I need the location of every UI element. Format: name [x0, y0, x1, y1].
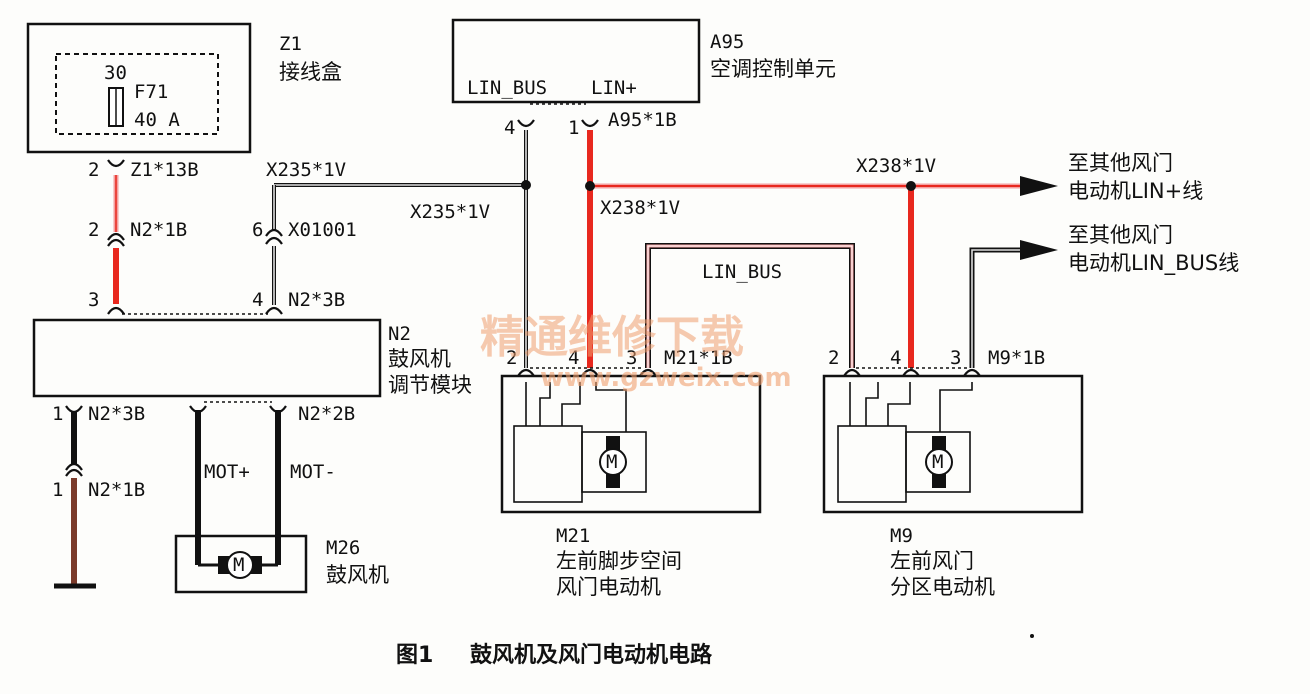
out-linbus-line1: 至其他风门 [1068, 223, 1173, 247]
m9-id-label: M9 [890, 525, 913, 547]
m9-name-line2: 分区电动机 [890, 575, 995, 599]
x235-top-label: X235*1V [266, 159, 346, 181]
m21-id-label: M21 [556, 525, 590, 547]
junction-x238-left [585, 181, 595, 191]
fuse-id-label: F71 [134, 81, 168, 103]
m21-pin2: 2 [506, 347, 517, 369]
n2-top-left-pin: 2 [88, 219, 99, 241]
n2-bot-conn1: N2*3B [88, 403, 145, 425]
x235-mid-label: X235*1V [410, 201, 490, 223]
n2-top-left-conn: N2*1B [130, 219, 187, 241]
x238-left-label: X238*1V [600, 197, 680, 219]
z1-conn: Z1*13B [130, 159, 199, 181]
watermark-line1: 精通维修下载 [480, 312, 744, 363]
m9-motor-symbol: M [932, 451, 943, 473]
watermark-line2: www.gzweix.com [540, 363, 792, 393]
n2-name-line1: 鼓风机 [388, 347, 451, 371]
z1-name-label: 接线盒 [279, 60, 342, 84]
out-linplus-line1: 至其他风门 [1068, 151, 1173, 175]
junction-x238-right [906, 181, 916, 191]
m9-motor-icon [925, 448, 953, 476]
n2-bot-conn2: N2*2B [298, 403, 355, 425]
m21-footwell-flap-motor: M M21 左前脚步空间 风门电动机 [500, 367, 762, 599]
x01001-pin: 6 [252, 219, 263, 241]
a95-conn: A95*1B [608, 109, 677, 131]
a95-port-linplus: LIN+ [591, 77, 637, 99]
a95-port-linbus: LIN_BUS [467, 77, 547, 99]
m21-name-line1: 左前脚步空间 [556, 549, 682, 573]
m9-pin2: 2 [828, 347, 839, 369]
m26-name-label: 鼓风机 [326, 563, 389, 587]
a95-id-label: A95 [710, 31, 744, 53]
m21-pin3: 3 [626, 347, 637, 369]
n2-name-line2: 调节模块 [388, 373, 472, 397]
a95-name-label: 空调控制单元 [710, 57, 836, 81]
out-linplus-line2: 电动机LIN+线 [1068, 179, 1203, 203]
output-labels: 至其他风门 电动机LIN+线 至其他风门 电动机LIN_BUS线 [1068, 151, 1239, 276]
m26-motor-icon [226, 551, 254, 579]
wire-m9-linbus-out-inner [971, 249, 1024, 368]
n2-pin3: 3 [88, 289, 99, 311]
n2-gnd-conn: N2*1B [88, 479, 145, 501]
m26-blower-motor: M M26 鼓风机 [174, 534, 389, 594]
m26-motor-symbol: M [233, 554, 244, 576]
arrow-lin-plus [1020, 176, 1058, 196]
m21-motor-symbol: M [606, 451, 617, 473]
n2-top-conn: N2*3B [288, 289, 345, 311]
caption-prefix: 图1 [396, 643, 433, 668]
caption-title: 鼓风机及风门电动机电路 [470, 642, 713, 668]
a95-pin1: 1 [568, 117, 579, 139]
figure-caption: 图1 鼓风机及风门电动机电路 [396, 642, 713, 668]
fuse-pin-label: 30 [104, 62, 127, 84]
a95-ac-control-unit: LIN_BUS LIN+ A95 空调控制单元 [451, 18, 836, 105]
m21-conn: M21*1B [664, 347, 733, 369]
wire-linbus-loop-core [647, 245, 853, 368]
out-linbus-line2: 电动机LIN_BUS线 [1068, 251, 1239, 276]
n2-blower-module: N2 鼓风机 调节模块 [32, 313, 472, 403]
z1-id-label: Z1 [279, 33, 302, 55]
n2-id-label: N2 [388, 323, 411, 345]
x01001-id: X01001 [288, 219, 357, 241]
z1-junction-box: 30 F71 40 A Z1 接线盒 [26, 22, 342, 154]
lin-bus-loop-label: LIN_BUS [702, 261, 782, 283]
pin-labels: 2 Z1*13B 2 N2*1B 3 4 N2*3B 6 X01001 X235… [52, 109, 1045, 501]
z1-pin: 2 [88, 159, 99, 181]
n2-gnd-pin: 1 [52, 479, 63, 501]
n2-bot-pin1: 1 [52, 403, 63, 425]
stray-dot [1030, 634, 1034, 638]
a95-pin4: 4 [504, 117, 515, 139]
m26-id-label: M26 [326, 537, 360, 559]
arrow-lin-bus [1020, 240, 1058, 260]
m21-motor-icon [599, 448, 627, 476]
m9-pin3: 3 [950, 347, 961, 369]
m9-zone-flap-motor: M M9 左前风门 分区电动机 [822, 367, 1084, 599]
n2-pin4: 4 [252, 289, 263, 311]
junctions [521, 180, 1034, 638]
mot-plus-label: MOT+ [204, 461, 250, 483]
m9-pin4: 4 [890, 347, 901, 369]
m9-name-line1: 左前风门 [890, 549, 974, 573]
x238-right-label: X238*1V [856, 155, 936, 177]
mot-minus-label: MOT- [290, 461, 336, 483]
m21-pin4: 4 [568, 347, 579, 369]
fuse-rating-label: 40 A [134, 109, 180, 131]
watermark: 精通维修下载 www.gzweix.com [480, 312, 792, 393]
m9-conn: M9*1B [988, 347, 1045, 369]
wires [54, 130, 1058, 589]
m21-name-line2: 风门电动机 [556, 575, 661, 599]
junction-x235 [521, 180, 531, 190]
connector-symbols [65, 119, 981, 477]
